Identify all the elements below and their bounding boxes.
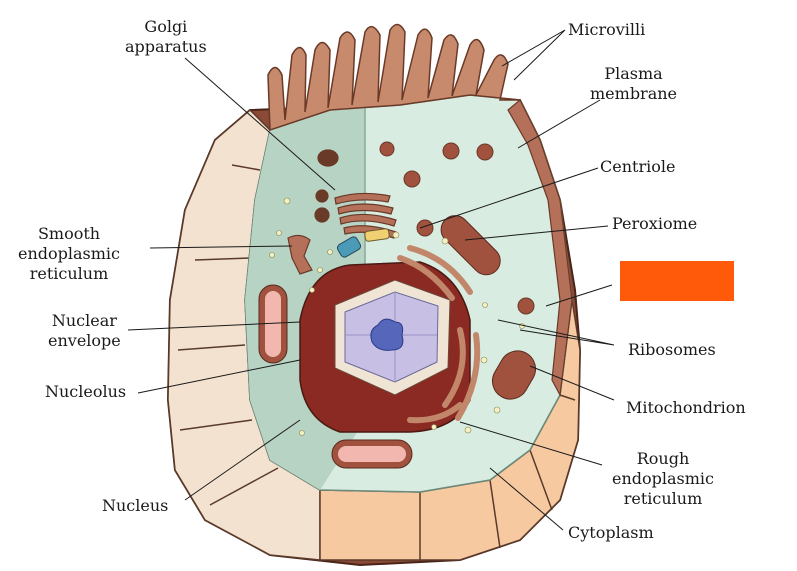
label-plasma-membrane: Plasma membrane: [590, 64, 677, 104]
label-rough-er: Rough endoplasmic reticulum: [612, 449, 714, 509]
left-face-segments: [177, 164, 279, 506]
label-ribosomes: Ribosomes: [628, 340, 716, 359]
centriole: [336, 228, 390, 258]
nucleolus: [370, 318, 404, 351]
label-smooth-er: Smooth endoplasmic reticulum: [18, 224, 120, 284]
label-microvilli: Microvilli: [568, 20, 646, 39]
label-peroxiome: Peroxiome: [612, 214, 698, 233]
mitochondria: [258, 215, 536, 469]
label-nuclear-line1: Nuclear: [51, 311, 117, 330]
bottom-face-segments: [419, 394, 576, 560]
label-centriole: Centriole: [600, 157, 676, 176]
label-cytoplasm: Cytoplasm: [568, 523, 654, 542]
label-smooth-line2: endoplasmic: [18, 244, 121, 263]
label-rough-line1: Rough: [636, 449, 690, 468]
smooth-er: [287, 234, 313, 275]
label-smooth-line1: Smooth: [37, 224, 101, 243]
nucleus: [299, 261, 471, 433]
plasma-membrane-band: [507, 99, 573, 397]
label-smooth-line3: reticulum: [29, 264, 109, 283]
label-plasma-line1: Plasma: [604, 64, 663, 83]
label-rough-line3: reticulum: [623, 489, 703, 508]
ribosomes: [269, 197, 525, 436]
rough-er: [397, 245, 481, 424]
label-nuclear-line2: envelope: [48, 331, 121, 350]
label-rough-line2: endoplasmic: [612, 469, 715, 488]
vesicles: [379, 141, 535, 315]
label-golgi-line1: Golgi: [144, 17, 188, 36]
leader-lines: [127, 29, 615, 531]
label-mitochondrion: Mitochondrion: [626, 398, 746, 417]
label-nuclear-envelope: Nuclear envelope: [48, 311, 121, 351]
label-golgi: Golgi apparatus: [125, 17, 207, 57]
label-plasma-line2: membrane: [590, 84, 678, 103]
label-nucleus: Nucleus: [102, 496, 169, 515]
label-golgi-line2: apparatus: [125, 37, 207, 56]
microvilli: [267, 23, 521, 132]
hidden-label-box: [620, 261, 734, 301]
label-nucleolus: Nucleolus: [45, 382, 127, 401]
